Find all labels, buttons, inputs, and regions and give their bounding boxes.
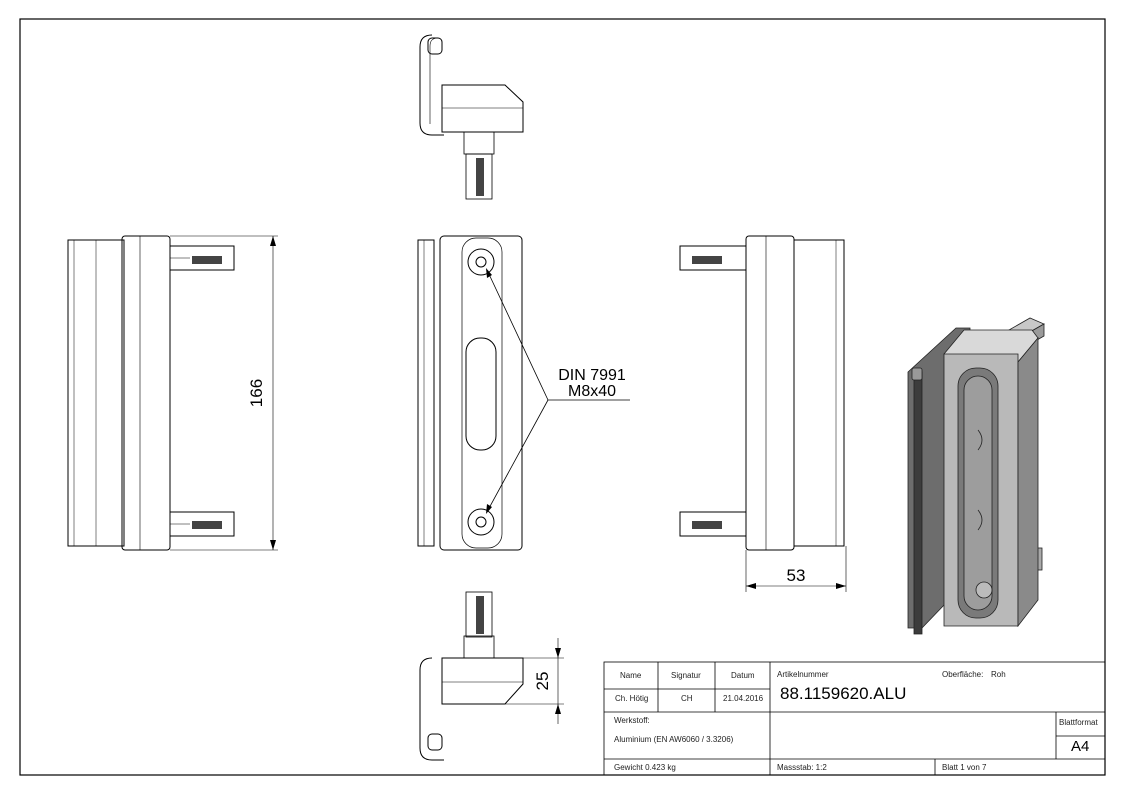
scale: Massstab: 1:2: [777, 763, 827, 772]
title-block: Name Signatur Datum Artikelnummer Oberfl…: [604, 662, 1105, 775]
right-side-view: [679, 235, 845, 551]
depth-dimension-label: 25: [533, 672, 552, 691]
callout-line1: DIN 7991: [558, 367, 626, 384]
drawing-border: [19, 18, 1106, 776]
front-view: [417, 235, 523, 551]
width-dimension-label: 53: [787, 566, 806, 585]
drafter-name: Ch. Hötig: [615, 694, 649, 703]
material-value: Aluminium (EN AW6060 / 3.3206): [614, 735, 734, 744]
dimension-depth: [505, 638, 564, 724]
header-surface-label: Oberfläche:: [942, 670, 984, 679]
material-label: Werkstoff:: [614, 716, 650, 725]
header-name: Name: [620, 671, 642, 680]
drawing-date: 21.04.2016: [723, 694, 764, 703]
dimension-height: [170, 235, 278, 551]
sheet-format-label: Blattformat: [1059, 718, 1098, 727]
sheet-format-value: A4: [1071, 738, 1090, 755]
callout-leaders: [486, 268, 630, 514]
weight: Gewicht 0.423 kg: [614, 763, 676, 772]
header-article-number: Artikelnummer: [777, 670, 829, 679]
bottom-view: [419, 591, 524, 761]
left-side-view: [67, 235, 235, 551]
callout-line2: M8x40: [568, 383, 616, 400]
header-signature: Signatur: [671, 671, 701, 680]
header-date: Datum: [731, 671, 755, 680]
dimension-width: [745, 546, 847, 592]
isometric-view: [907, 317, 1045, 635]
drafter-signature: CH: [681, 694, 693, 703]
article-number: 88.1159620.ALU: [780, 684, 907, 703]
sheet-number: Blatt 1 von 7: [942, 763, 987, 772]
height-dimension-label: 166: [247, 379, 266, 407]
header-surface-value: Roh: [991, 670, 1006, 679]
top-view: [419, 34, 524, 200]
title-block-grid: [603, 661, 1106, 776]
